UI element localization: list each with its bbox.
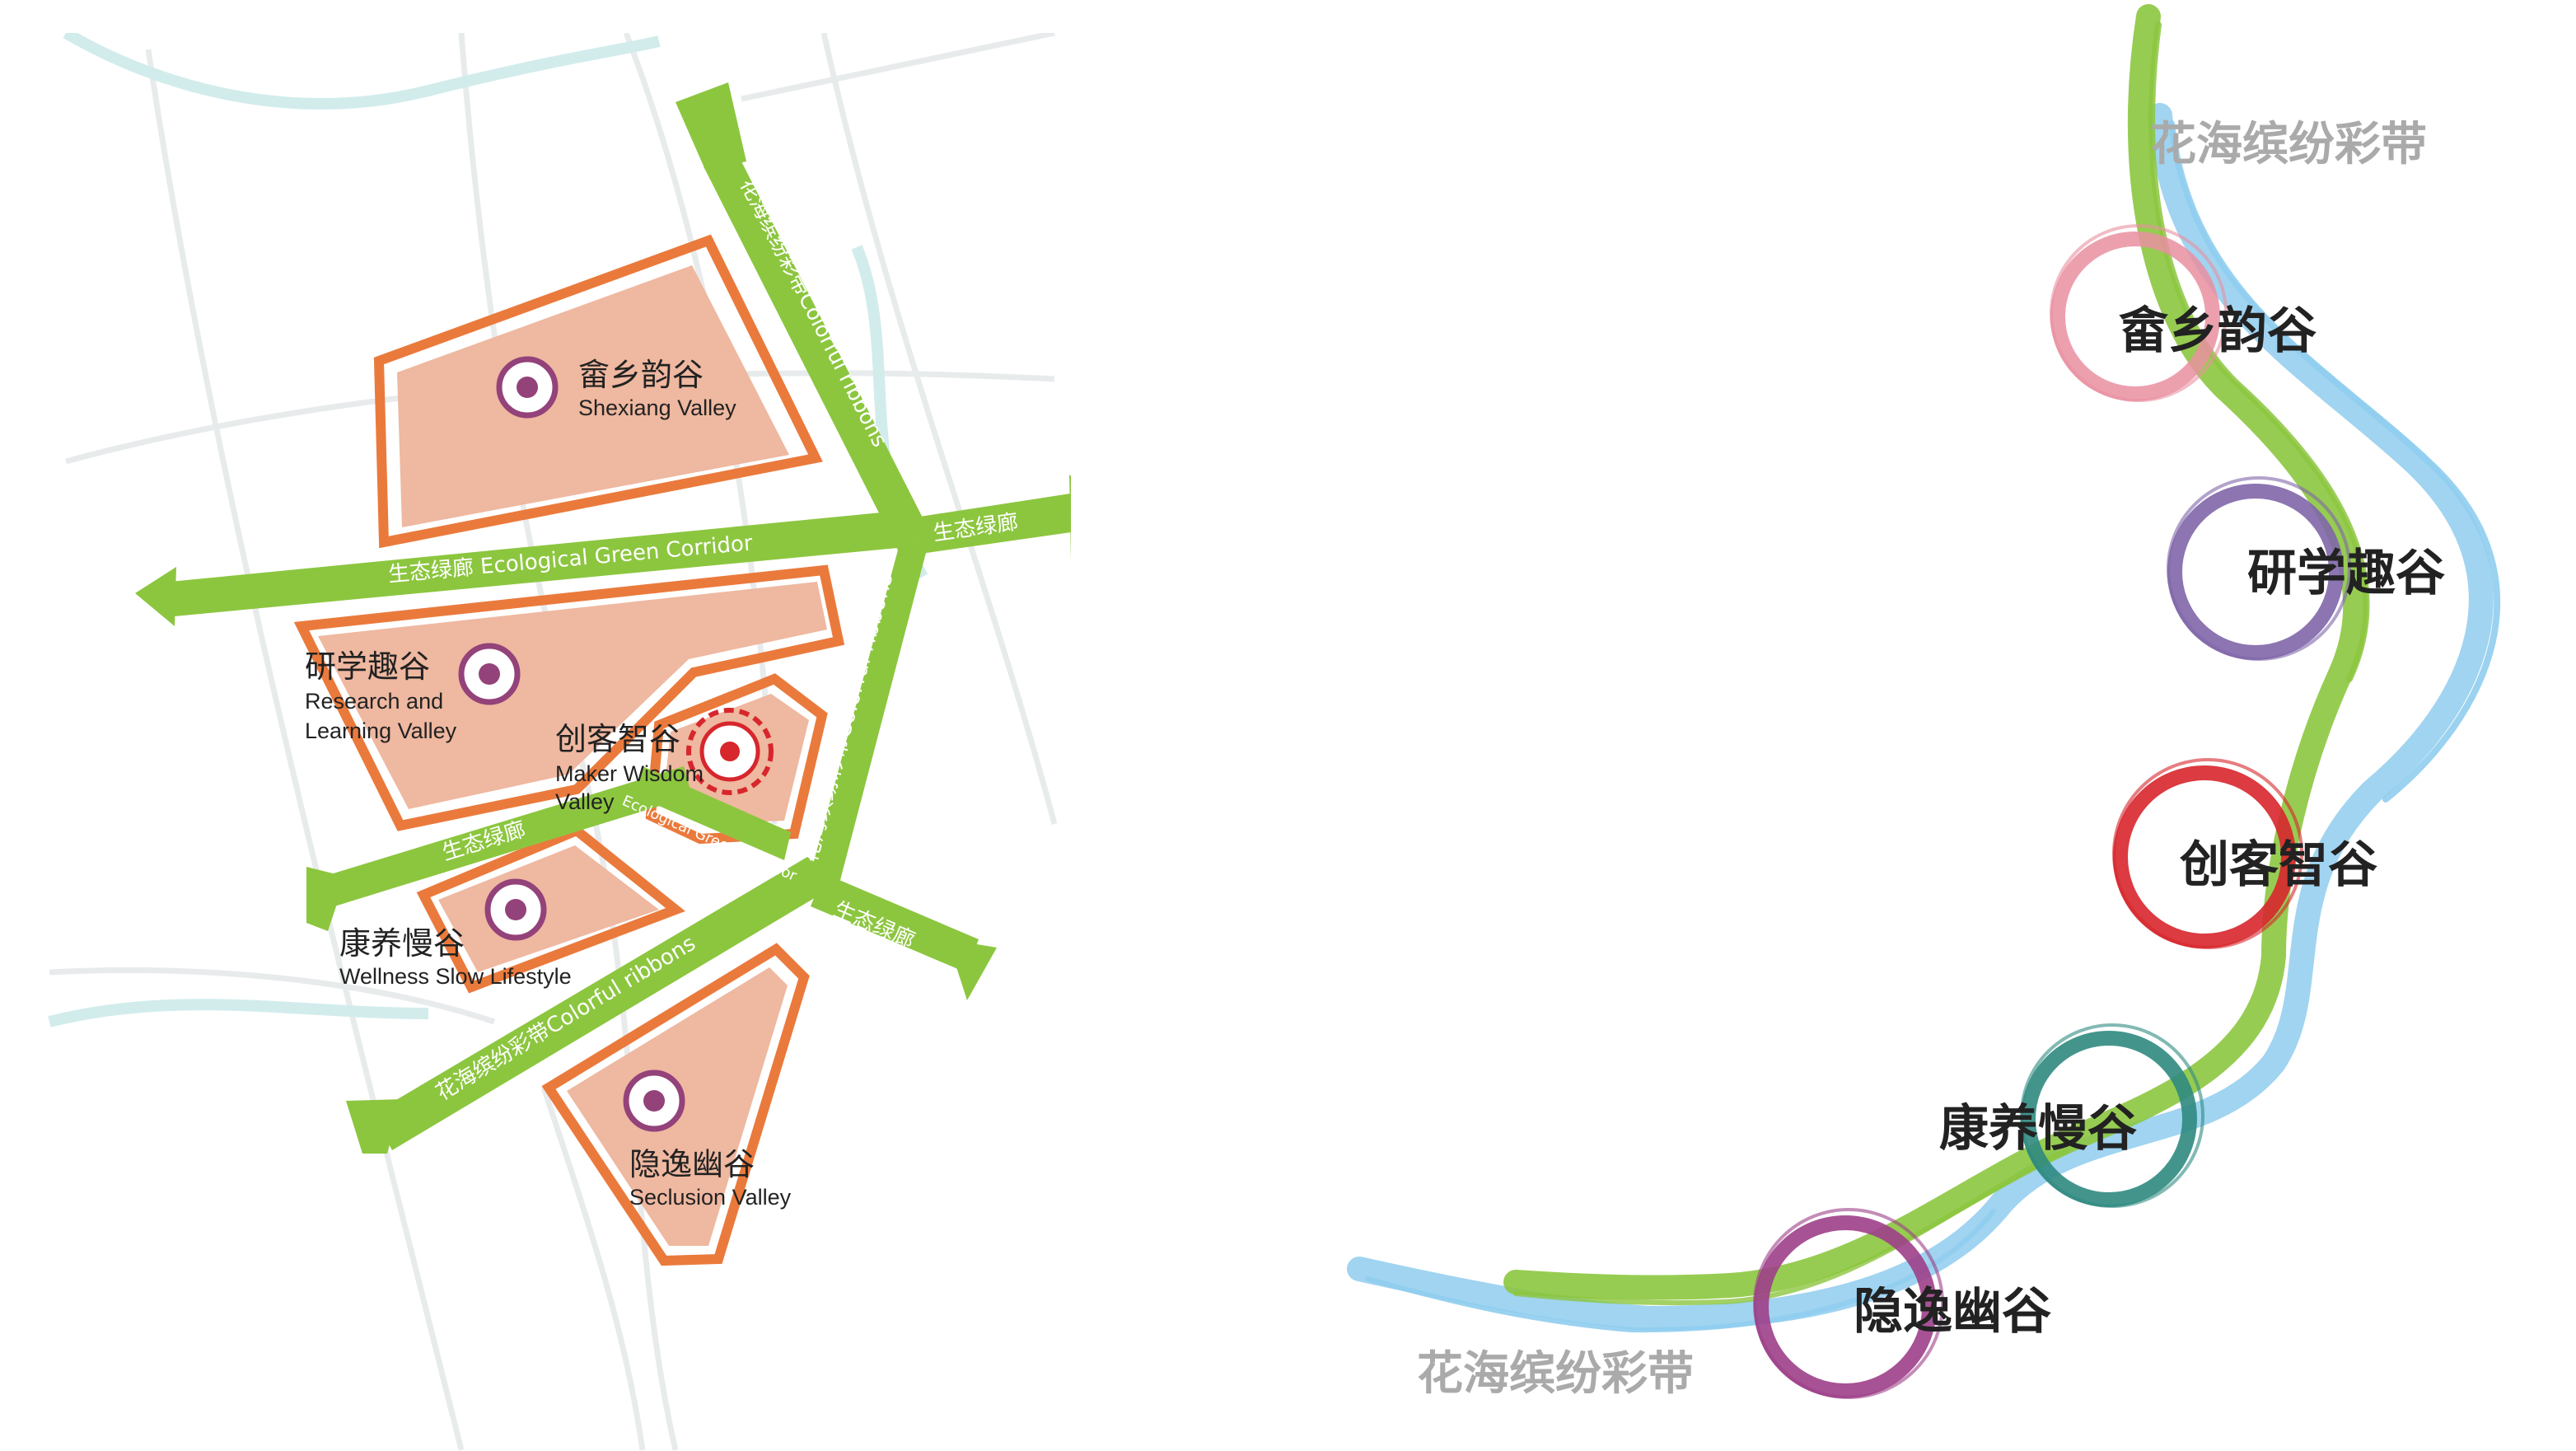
ribbon-bottom-label: 花海缤纷彩带 bbox=[1417, 1347, 1694, 1401]
arrow-east bbox=[1069, 475, 1071, 560]
ring-wellness bbox=[2020, 1023, 2204, 1208]
marker-research bbox=[458, 643, 521, 705]
wellness-zh-label: 康养慢谷 bbox=[339, 925, 465, 962]
arrow-north bbox=[676, 82, 746, 170]
maker-zh-label: 创客智谷 bbox=[555, 721, 680, 757]
research-en-label-2: Learning Valley bbox=[305, 718, 457, 743]
marker-shexiang bbox=[496, 356, 559, 419]
marker-wellness bbox=[484, 878, 547, 941]
ring-research bbox=[2167, 476, 2351, 661]
valley-seclusion-label: 隐逸幽谷 bbox=[1854, 1283, 2051, 1341]
ring-seclusion bbox=[1753, 1208, 1944, 1399]
zone-wellness-area bbox=[438, 845, 659, 972]
site-map: 花海缤纷彩带Colorful ribbons 花海缤纷彩带Colorful ri… bbox=[48, 33, 1071, 1450]
maker-en-label-1: Maker Wisdom bbox=[555, 761, 704, 786]
valley-wellness-label: 康养慢谷 bbox=[1939, 1100, 2137, 1158]
zone-shexiang-border bbox=[373, 234, 823, 549]
wellness-en-label: Wellness Slow Lifestyle bbox=[339, 964, 572, 989]
zone-wellness-border bbox=[416, 825, 685, 994]
ribbon-south-band bbox=[372, 857, 842, 1150]
valley-research-label: 研学趣谷 bbox=[2247, 545, 2445, 602]
maker-en-label-2: Valley bbox=[555, 789, 615, 814]
zone-research bbox=[293, 564, 845, 831]
shexiang-zh-label: 畲乡韵谷 bbox=[578, 357, 704, 393]
eco-east-band bbox=[914, 493, 1071, 554]
zone-shexiang-area bbox=[397, 265, 789, 527]
arrow-west-2 bbox=[306, 867, 346, 931]
concept-panel: 花海缤纷彩带 花海缤纷彩带 畲乡韵谷 研学趣谷 创客智谷 康养慢谷 隐逸幽谷 bbox=[1347, 4, 2501, 1401]
ring-shexiang bbox=[2050, 224, 2228, 402]
zone-seclusion-border bbox=[541, 943, 810, 1266]
zone-markers bbox=[458, 356, 774, 1132]
arrow-southeast bbox=[947, 939, 997, 1000]
marker-seclusion bbox=[623, 1070, 685, 1132]
arrow-southwest bbox=[346, 1099, 402, 1154]
ring-maker bbox=[2112, 758, 2303, 949]
eco-inner-band-2 bbox=[636, 766, 791, 860]
valley-rings bbox=[1753, 224, 2351, 1399]
zone-research-area bbox=[318, 582, 827, 809]
marker-maker bbox=[686, 708, 774, 795]
research-zh-label: 研学趣谷 bbox=[305, 648, 430, 685]
zone-shexiang bbox=[373, 234, 823, 549]
ribbon-top-label: 花海缤纷彩带 bbox=[2150, 118, 2427, 171]
valley-shexiang-label: 畲乡韵谷 bbox=[2119, 302, 2317, 360]
eco-main-band bbox=[170, 511, 906, 616]
seclusion-en-label: Seclusion Valley bbox=[629, 1185, 792, 1210]
zone-maker-border bbox=[645, 673, 828, 845]
shexiang-en-label: Shexiang Valley bbox=[578, 396, 736, 420]
zone-research-border bbox=[293, 564, 845, 831]
valley-maker-label: 创客智谷 bbox=[2180, 836, 2377, 894]
ribbon-mid-band bbox=[806, 534, 931, 892]
seclusion-zh-label: 隐逸幽谷 bbox=[629, 1146, 755, 1182]
arrow-west bbox=[135, 567, 176, 626]
green-corridors bbox=[135, 82, 1071, 1154]
eco-inner-band bbox=[306, 766, 692, 913]
ribbon-north-band bbox=[704, 158, 929, 550]
research-en-label-1: Research and bbox=[305, 689, 443, 714]
zone-wellness bbox=[416, 825, 685, 994]
eco-southeast-band bbox=[811, 873, 979, 972]
